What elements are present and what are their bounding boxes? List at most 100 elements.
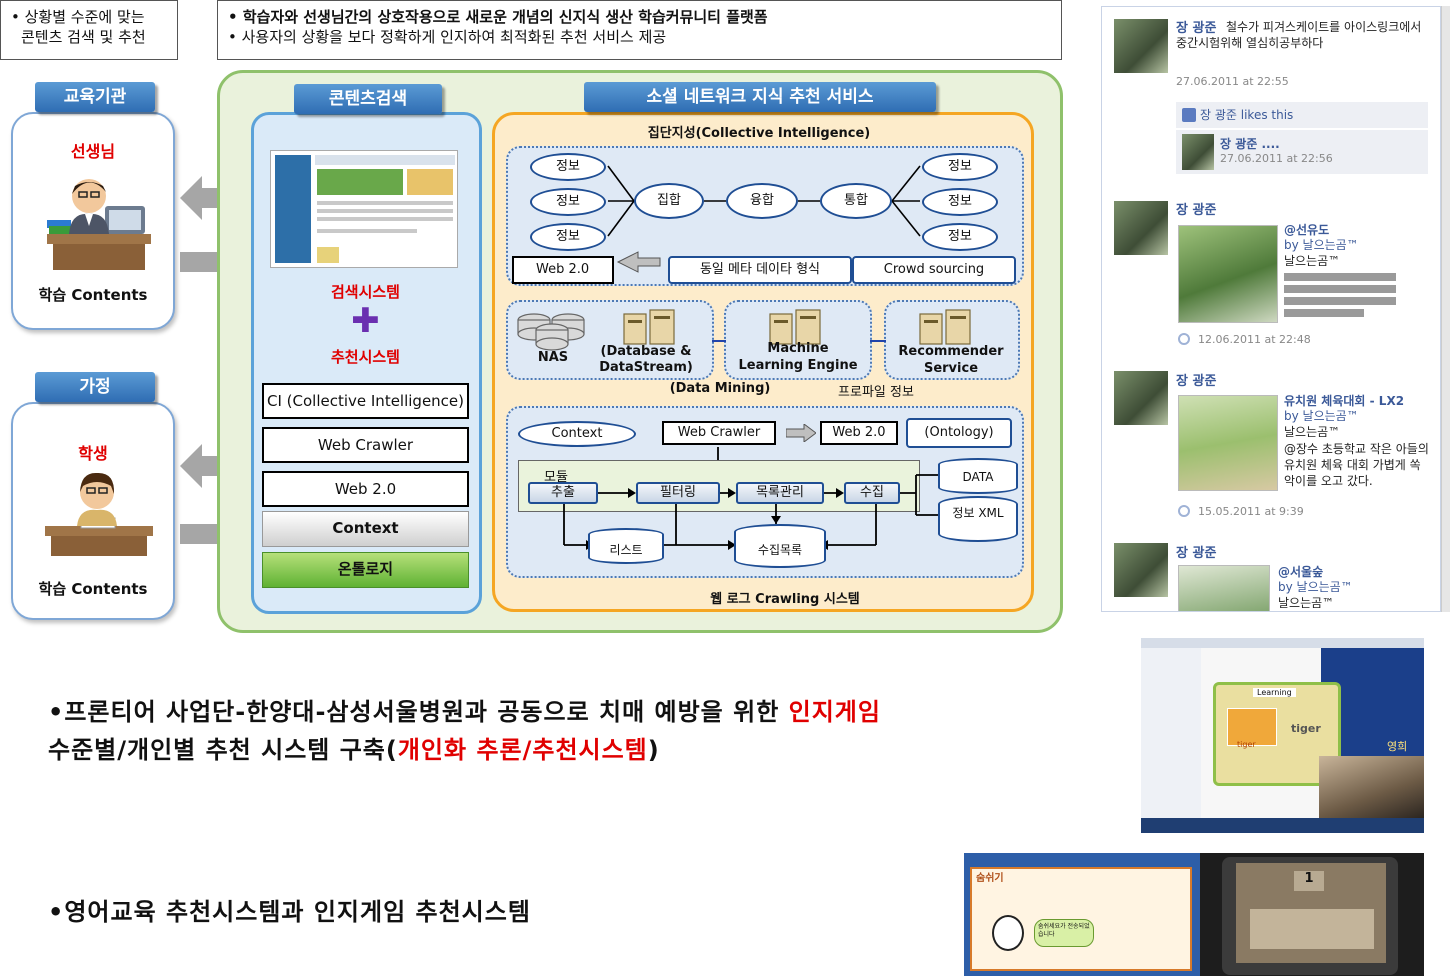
nas-label: NAS [537, 350, 569, 365]
reply-box [1176, 130, 1428, 174]
info-node: 정보 [530, 188, 606, 216]
bullet-recommend-system: 수준별/개인별 추천 시스템 구축(개인화 추론/추천시스템) [48, 730, 660, 765]
recommender-label: Recommender Service [898, 344, 1004, 376]
web20-button[interactable]: Web 2.0 [262, 471, 469, 507]
avatar[interactable] [1114, 19, 1168, 73]
filter-step: 필터링 [636, 482, 720, 504]
like-icon[interactable] [1182, 108, 1196, 122]
tablet-app-title: 숨쉬기 [976, 873, 1004, 884]
ontology-button[interactable]: 온톨로지 [262, 552, 469, 588]
english-game-screenshot: Learning tiger tiger 영희 [1141, 638, 1424, 833]
collect-list-store: 수집목록 [734, 524, 826, 568]
post-author[interactable]: 장 광준 [1176, 546, 1217, 561]
server-icon [769, 309, 821, 345]
avatar[interactable] [1114, 543, 1168, 597]
post-text: 철수가 피겨스케이트를 아이스링크에서 중간시험위해 열심히공부하다 [1176, 20, 1422, 50]
photo-by: by 날으는곰™ [1284, 238, 1359, 252]
ontology-box: (Ontology) [906, 418, 1012, 448]
collect-step: 수집 [844, 482, 900, 504]
plus-icon: ✚ [351, 301, 380, 341]
post-author[interactable]: 장 광준 [1176, 374, 1217, 389]
post-time: 12.06.2011 at 22:48 [1198, 333, 1311, 346]
aggregate-node: 집합 [634, 183, 704, 219]
info-node: 정보 [922, 223, 998, 251]
ci-web20-box: Web 2.0 [512, 256, 614, 284]
student-contents-label: 학습 Contents [38, 580, 148, 598]
note-top-line2: • 사용자의 상황을 보다 정확하게 인지하여 최적화된 추천 서비스 제공 [228, 28, 667, 46]
learning-tab: Learning [1253, 688, 1296, 697]
list-manage-step: 목록관리 [736, 482, 824, 504]
bullet1-text: •프론티어 사업단-한양대-삼성서울병원과 공동으로 치매 예방을 위한 [48, 698, 789, 726]
profile-label: 프로파일 정보 [838, 385, 914, 400]
server-icon [623, 309, 675, 345]
teacher-contents-label: 학습 Contents [38, 286, 148, 304]
like-text[interactable]: 장 광준 likes this [1200, 108, 1294, 122]
bullet-english-education: •영어교육 추천시스템과 인지게임 추천시스템 [48, 898, 531, 926]
gear-icon[interactable] [1178, 505, 1190, 517]
redacted-text [1284, 273, 1396, 281]
web-crawler-button[interactable]: Web Crawler [262, 427, 469, 463]
social-feed[interactable]: 장 광준 철수가 피겨스케이트를 아이스링크에서 중간시험위해 열심히공부하다 … [1101, 6, 1441, 612]
student-card: 학생 학습 Contents [11, 402, 175, 620]
photo-title[interactable]: @선유도 [1284, 223, 1330, 237]
avatar[interactable] [1114, 201, 1168, 255]
server-icon [919, 309, 971, 345]
note-top: • 학습자와 선생님간의 상호작용으로 새로운 개념의 신지식 생산 학습커뮤니… [217, 0, 1062, 60]
ci-title: 집단지성(Collective Intelligence) [647, 126, 871, 141]
post-author[interactable]: 장 광준 [1176, 21, 1217, 36]
ml-engine-label: Machine Learning Engine [738, 341, 858, 373]
data-store: DATA [938, 458, 1018, 494]
info-node: 정보 [922, 153, 998, 181]
mascot-icon [992, 915, 1024, 951]
ci-button[interactable]: CI (Collective Intelligence) [262, 383, 469, 419]
tiger-caption: tiger [1237, 740, 1256, 749]
photo-sub: 날으는곰™ [1284, 254, 1341, 268]
search-system-label: 검색시스템 [330, 283, 400, 301]
post-photo[interactable] [1178, 395, 1278, 491]
gear-icon[interactable] [1178, 333, 1190, 345]
arrow-right-icon [786, 424, 816, 442]
bullet-dementia-game: •프론티어 사업단-한양대-삼성서울병원과 공동으로 치매 예방을 위한 인지게… [48, 692, 881, 727]
tiger-word: tiger [1291, 722, 1321, 735]
arrow-left-icon [180, 176, 240, 220]
photo-by: by 날으는곰™ [1278, 580, 1353, 594]
integration-node: 통합 [820, 183, 892, 219]
photo-title[interactable]: @서울숲 [1278, 565, 1324, 579]
redacted-text [1284, 297, 1396, 305]
bullet1b-close: ) [647, 736, 660, 764]
reply-author[interactable]: 장 광준 .... [1220, 137, 1280, 151]
xml-store: 정보 XML [938, 496, 1018, 542]
post-photo[interactable] [1178, 225, 1278, 323]
crawling-system-label: 웹 로그 Crawling 시스템 [710, 592, 860, 607]
speech-bubble: 숨쉬세요가 전송되었습니다 [1034, 919, 1094, 947]
info-node: 정보 [530, 153, 606, 181]
note-left: • 상황별 수준에 맞는 콘텐츠 검색 및 추천 [0, 0, 178, 60]
redacted-text [1284, 309, 1364, 317]
post-time: 27.06.2011 at 22:55 [1176, 75, 1289, 88]
tiger-card [1227, 708, 1277, 746]
note-top-line1: • 학습자와 선생님간의 상호작용으로 새로운 개념의 신지식 생산 학습커뮤니… [228, 8, 768, 26]
bullet1b-highlight: 개인화 추론/추천시스템 [397, 736, 648, 764]
recommend-system-label: 추천시스템 [330, 348, 400, 366]
bullet1-highlight: 인지게임 [788, 698, 881, 726]
post-photo[interactable] [1178, 565, 1270, 611]
info-node: 정보 [922, 188, 998, 216]
like-bar [1176, 102, 1428, 128]
context-button[interactable]: Context [262, 511, 469, 547]
crowd-sourcing-box: Crowd sourcing [852, 256, 1016, 284]
reply-time: 27.06.2011 at 22:56 [1220, 152, 1333, 165]
photo-by: by 날으는곰™ [1284, 409, 1359, 423]
web-crawler-box: Web Crawler [662, 421, 776, 445]
context-node: Context [518, 421, 636, 447]
module-label: 모듈 [544, 470, 568, 485]
photo-sub: 날으는곰™ [1284, 425, 1341, 439]
avatar[interactable] [1114, 371, 1168, 425]
feed-scrollbar[interactable] [1441, 6, 1450, 612]
avatar[interactable] [1182, 134, 1214, 170]
extract-step: 추출 [528, 482, 598, 504]
info-node: 정보 [530, 223, 606, 251]
post-author[interactable]: 장 광준 [1176, 203, 1217, 218]
tablet-counter: 1 [1294, 871, 1324, 891]
tablet-game-screenshot: 숨쉬기 숨쉬세요가 전송되었습니다 1 [964, 853, 1424, 976]
photo-title[interactable]: 유치원 체육대회 - LX2 [1284, 394, 1405, 408]
